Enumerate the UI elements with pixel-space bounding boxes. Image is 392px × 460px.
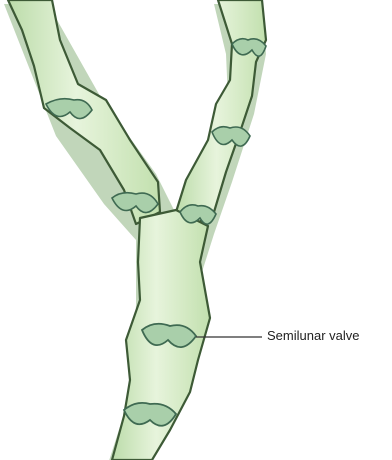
semilunar-valve-label: Semilunar valve — [267, 328, 360, 343]
